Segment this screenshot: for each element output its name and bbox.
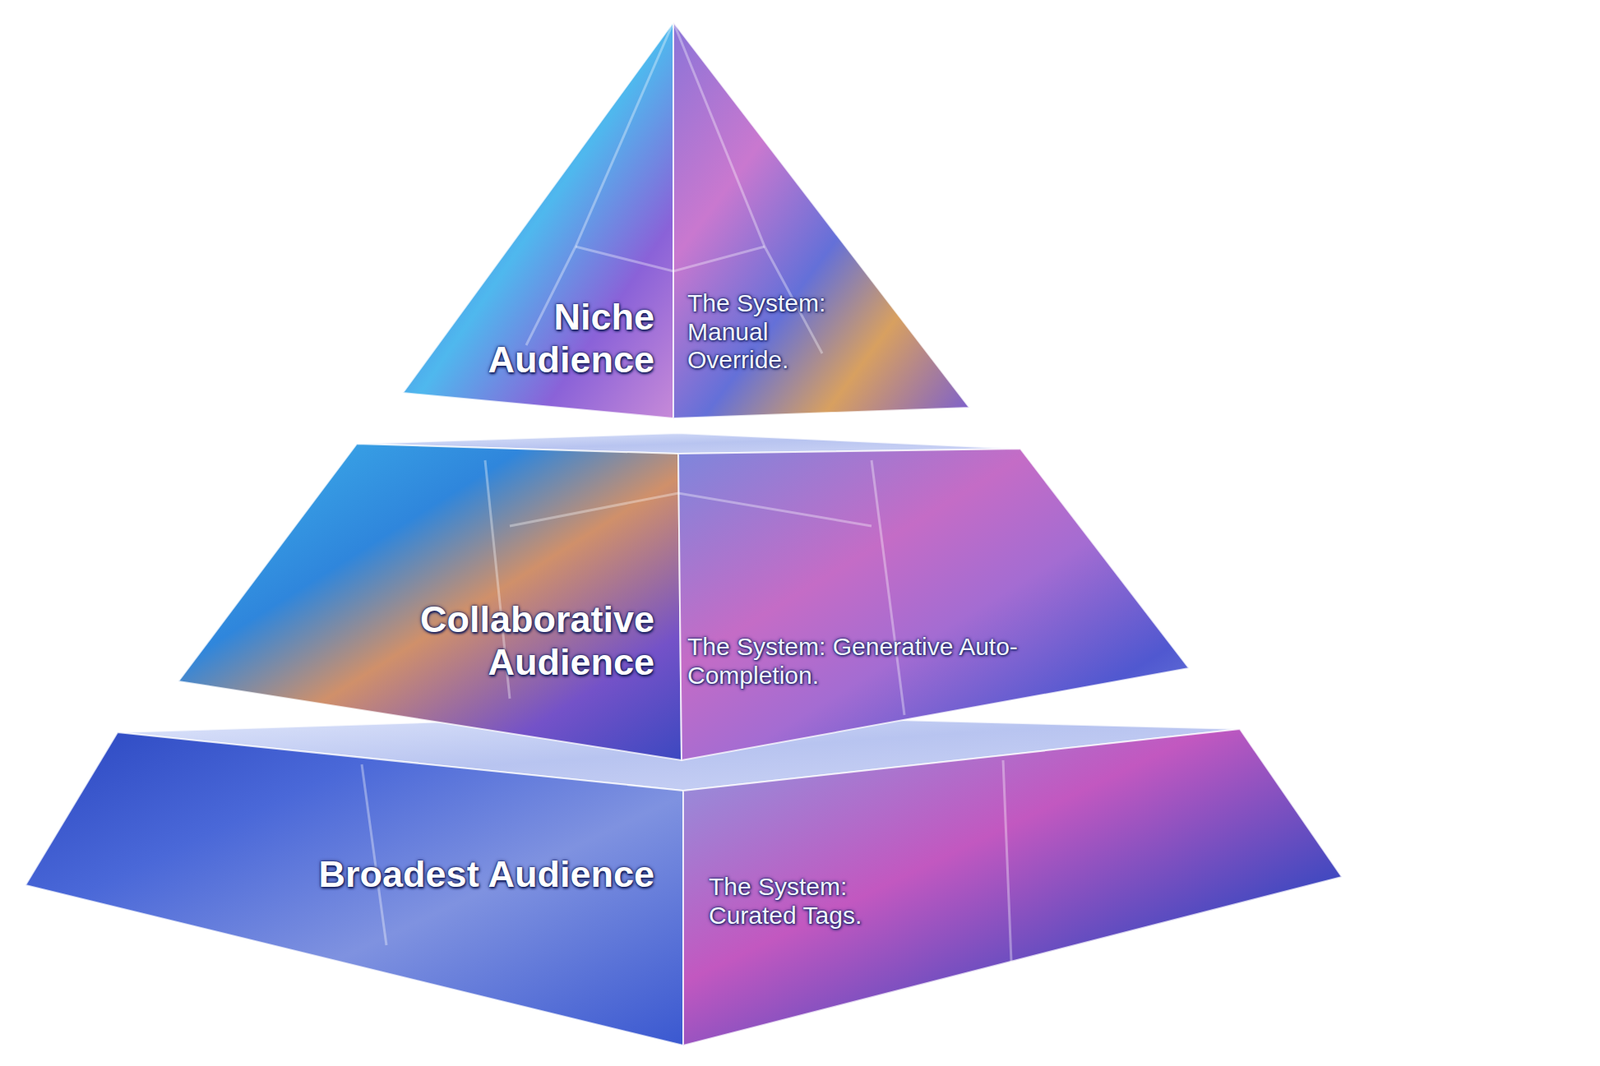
right-face (678, 448, 1189, 761)
tier-heading: Broadest Audience (185, 853, 655, 897)
tier-system-text: The System: Curated Tags. (708, 873, 927, 930)
tier-heading: Collaborative Audience (309, 598, 655, 685)
left-face (178, 443, 682, 761)
glass-reflection (1003, 760, 1012, 962)
glass-reflection (575, 246, 765, 272)
glass-reflection (509, 493, 872, 527)
tier-system-text: The System: Manual Override. (687, 289, 865, 375)
tier-outline (164, 423, 1205, 769)
right-face (683, 729, 1342, 1046)
tier-system-text: The System: Generative Auto-Completion. (687, 633, 1033, 690)
tier-outline (386, 12, 987, 432)
tier-heading: Niche Audience (399, 295, 655, 382)
pyramid-tier: Collaborative Audience The System: Genera… (164, 423, 1205, 769)
glass-reflection (871, 460, 905, 716)
right-face (673, 22, 970, 419)
pyramid-tier: Niche Audience The System: Manual Overrid… (386, 12, 987, 432)
left-face (25, 732, 684, 1046)
